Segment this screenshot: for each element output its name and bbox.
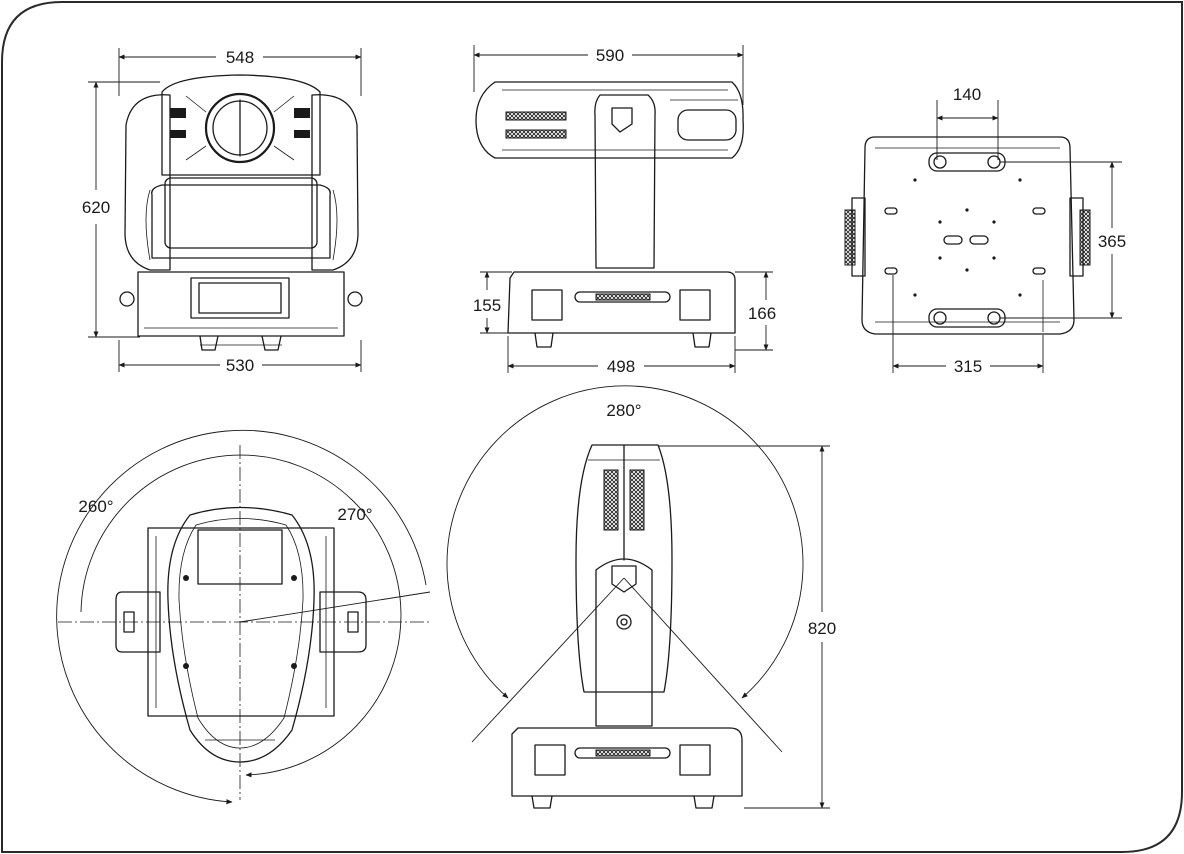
dim-side-length: 590 bbox=[596, 46, 624, 65]
dim-bottom-base-width: 315 bbox=[954, 357, 982, 376]
dim-bottom-mount-span: 365 bbox=[1098, 232, 1126, 251]
dim-front-width-bottom: 530 bbox=[226, 356, 254, 375]
side-view: 590 155 166 bbox=[473, 45, 776, 376]
dim-bottom-mount-spacing: 140 bbox=[953, 85, 981, 104]
angle-pan-inner: 260° bbox=[78, 497, 113, 516]
dim-side-base-left: 155 bbox=[473, 296, 501, 315]
angle-tilt: 280° bbox=[606, 401, 641, 420]
dim-side-base-right: 166 bbox=[748, 304, 776, 323]
tilt-view: 280° 820 bbox=[446, 385, 836, 809]
dim-front-height: 620 bbox=[82, 198, 110, 217]
top-view: 260° 270° bbox=[56, 429, 431, 805]
dim-front-width-top: 548 bbox=[226, 48, 254, 67]
dim-side-base-length: 498 bbox=[607, 357, 635, 376]
bottom-view: 140 365 bbox=[844, 85, 1126, 376]
angle-pan-outer: 270° bbox=[337, 505, 372, 524]
front-view: 548 620 bbox=[82, 48, 363, 375]
dim-total-height: 820 bbox=[808, 619, 836, 638]
